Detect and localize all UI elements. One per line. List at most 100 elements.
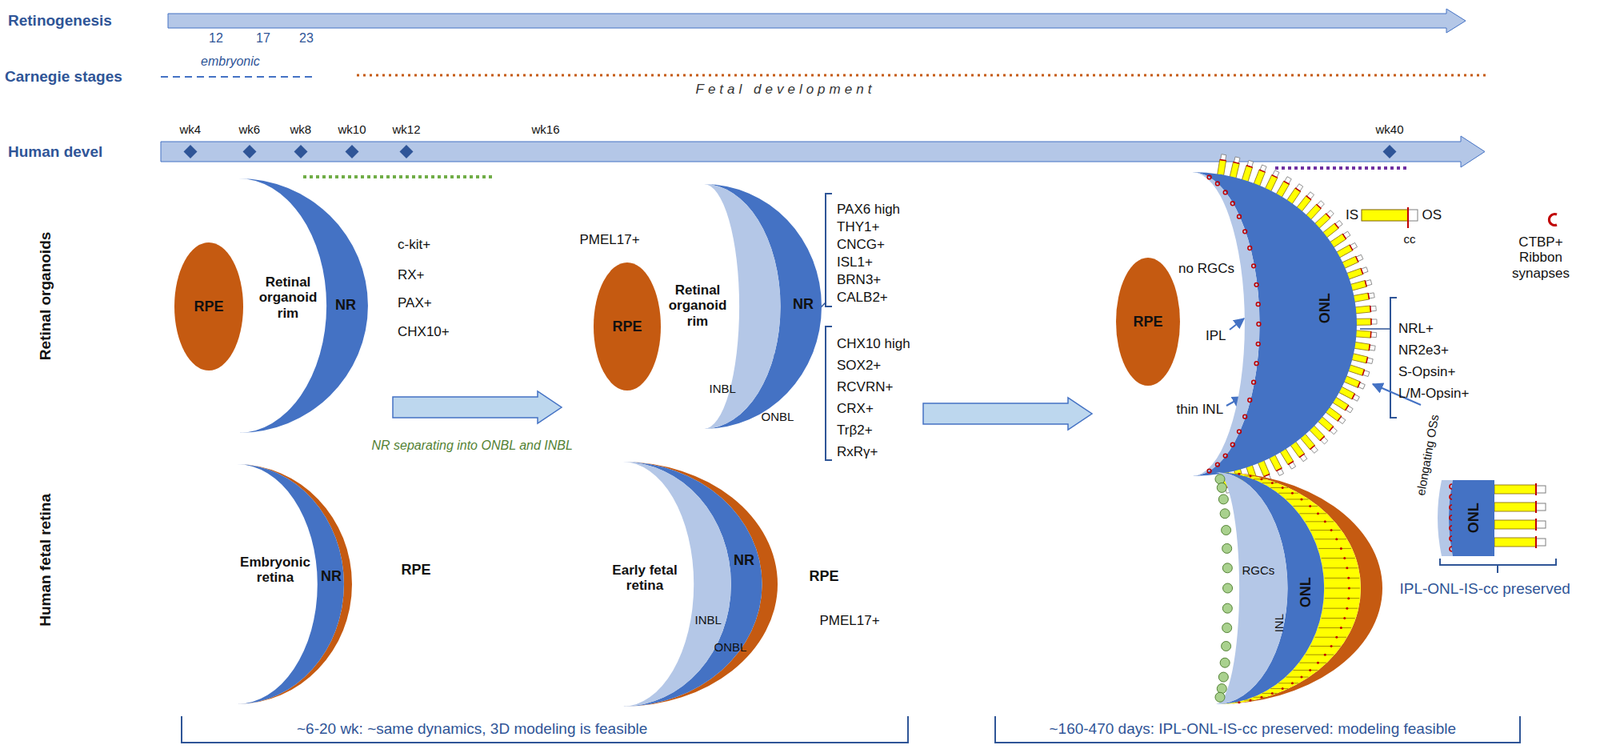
- marker-label: PMEL17+: [580, 232, 640, 248]
- marker-label: RxRγ+: [836, 444, 878, 460]
- outer-segment: [1284, 176, 1292, 184]
- layer-label: INBL: [695, 612, 722, 627]
- cilium-dot: [1308, 668, 1312, 672]
- connecting-cilium: [1220, 159, 1227, 160]
- outer-segment: [1536, 520, 1546, 528]
- region-label: Retinal organoid rim: [254, 274, 322, 322]
- connecting-cilium: [1349, 244, 1353, 251]
- ganglion-cell: [1218, 494, 1228, 504]
- marker-label: SOX2+: [836, 357, 881, 374]
- summary-note: ~6-20 wk: ~same dynamics, 3D modeling is…: [296, 720, 648, 738]
- outer-segment: [1247, 160, 1254, 167]
- ribbon-synapse: [1216, 181, 1220, 186]
- photoreceptor-stroke: [1314, 636, 1347, 638]
- marker-label: IPL: [1205, 328, 1227, 344]
- marker-label: L/M-Opsin+: [1398, 385, 1469, 402]
- ribbon-synapse: [1449, 525, 1452, 531]
- connecting-cilium: [1535, 518, 1537, 531]
- stage-number: 23: [299, 31, 314, 46]
- shape-layer: [1216, 472, 1324, 704]
- photoreceptor-stroke: [1318, 627, 1352, 628]
- ribbon-synapse: [1243, 229, 1248, 234]
- summary-note: IPL-ONL-IS-cc preserved: [1400, 580, 1571, 598]
- ribbon-synapse: [1237, 214, 1242, 219]
- marker-label: CTBP+ Ribbon synapses: [1508, 234, 1573, 282]
- connecting-cilium: [1334, 223, 1339, 228]
- ganglion-cell: [1215, 692, 1225, 702]
- marker-bracket: [1390, 297, 1397, 418]
- cilium-dot: [1348, 587, 1351, 590]
- cilium-dot: [1281, 486, 1284, 489]
- connecting-cilium: [1342, 233, 1346, 240]
- photoreceptor-stroke: [1314, 538, 1347, 540]
- connecting-cilium: [1306, 196, 1312, 200]
- photoreceptor-stroke: [1299, 512, 1326, 514]
- marker-label: OS: [1422, 207, 1443, 224]
- green-dots: [303, 175, 493, 179]
- summary-note: ~160-470 days: IPL-ONL-IS-cc preserved: …: [1049, 720, 1457, 738]
- photoreceptor-stroke: [1253, 696, 1266, 698]
- outer-segment: [1272, 170, 1280, 178]
- node-label: ONL: [1297, 576, 1315, 608]
- pointer-arrow: [1229, 318, 1244, 330]
- ribbon-synapse: [1449, 536, 1452, 541]
- ribbon-synapse: [1449, 504, 1452, 510]
- cilium-dot: [1340, 547, 1343, 550]
- ribbon-synapse: [1216, 462, 1220, 467]
- layer-label: cc: [1404, 232, 1416, 246]
- photoreceptor-stroke: [1270, 487, 1288, 488]
- connecting-cilium: [1284, 180, 1290, 184]
- photoreceptor: [1229, 156, 1241, 180]
- inner-segment: [1494, 502, 1536, 512]
- ganglion-cell: [1218, 672, 1228, 682]
- outer-segment: [1536, 485, 1546, 493]
- shape-layer: [236, 464, 352, 704]
- photoreceptor-stroke: [1323, 608, 1358, 609]
- ganglion-cell: [1221, 641, 1232, 652]
- row-heading: Carnegie stages: [4, 68, 123, 86]
- ribbon-synapse: [1256, 322, 1261, 327]
- rpe-oval: RPE: [174, 242, 244, 371]
- region-label: Retinal organoid rim: [664, 282, 732, 330]
- cilium-dot: [1324, 653, 1327, 656]
- layer-label: ONBL: [714, 640, 748, 654]
- shape-layer: [238, 178, 368, 433]
- ribbon-synapse: [1252, 264, 1256, 268]
- ribbon-synapse: [1223, 453, 1228, 458]
- marker-label: CHX10 high: [836, 336, 911, 352]
- photoreceptor-stroke: [1310, 645, 1341, 647]
- inner-segment: [1217, 159, 1227, 176]
- connecting-cilium: [1328, 426, 1333, 432]
- outer-segment: [1356, 254, 1364, 261]
- embryonic-dash: [160, 76, 315, 78]
- photoreceptor: [1349, 279, 1372, 292]
- outer-segment: [1345, 405, 1353, 413]
- ribbon-synapse: [1254, 361, 1259, 366]
- connecting-cilium: [1535, 536, 1537, 548]
- photoreceptor-stroke: [1244, 475, 1253, 476]
- shape-layer: [1216, 472, 1361, 704]
- ganglion-cell: [1222, 563, 1232, 573]
- outer-segment: [1362, 370, 1370, 377]
- node-label: RPE: [612, 318, 643, 336]
- photoreceptor-stroke: [1262, 482, 1277, 484]
- outer-segment-sample: [1408, 209, 1418, 221]
- connecting-cilium: [1535, 483, 1537, 496]
- cilium-dot: [1291, 492, 1294, 495]
- cilium-dot: [1340, 626, 1343, 629]
- week-label: wk16: [532, 122, 560, 136]
- week-label: wk8: [290, 122, 312, 136]
- marker-label: c-kit+: [397, 236, 431, 253]
- cilium-dot: [1316, 512, 1320, 515]
- connecting-cilium: [1325, 213, 1330, 219]
- mature-organoid: ONL: [1192, 172, 1357, 476]
- ganglion-cell: [1216, 684, 1227, 694]
- node-label: ONL: [1465, 502, 1483, 533]
- outer-segment: [1320, 436, 1328, 444]
- marker-label: BRN3+: [836, 272, 881, 288]
- marker-label: PAX+: [397, 295, 432, 312]
- outer-segment: [1357, 382, 1365, 389]
- shape-detail: [1207, 175, 1261, 473]
- cilium-dot: [1260, 477, 1263, 480]
- photoreceptor-stroke: [1235, 701, 1242, 703]
